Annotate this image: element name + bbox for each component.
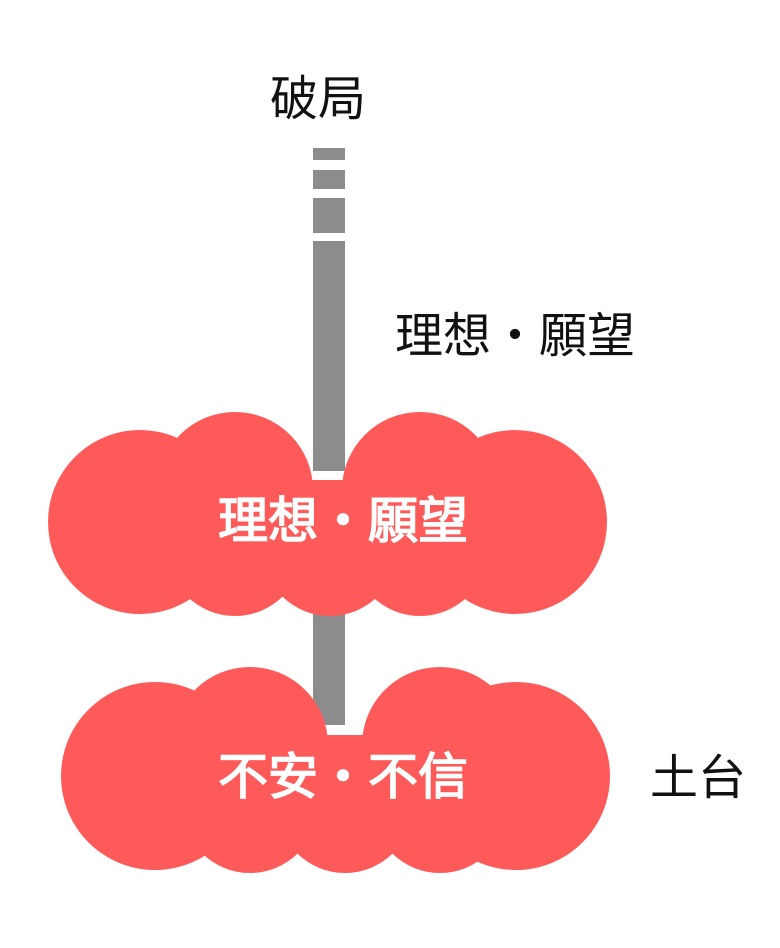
cloud-anxiety-text: 不安・不信 xyxy=(218,748,468,806)
bar-solid-upper xyxy=(313,241,345,471)
bar-dash-3 xyxy=(313,198,345,233)
side-label-foundation: 土台 xyxy=(650,750,747,806)
vertical-bar xyxy=(313,148,345,725)
bar-solid-lower xyxy=(313,600,345,725)
cloud-ideal-text: 理想・願望 xyxy=(218,492,468,550)
bar-dash-1 xyxy=(313,148,345,160)
bar-dash-2 xyxy=(313,170,345,189)
cloud-anxiety-shape xyxy=(61,667,610,873)
side-label-ideal: 理想・願望 xyxy=(395,308,636,364)
top-label-breakthrough: 破局 xyxy=(270,71,367,127)
cloud-ideal-shape xyxy=(48,412,607,616)
